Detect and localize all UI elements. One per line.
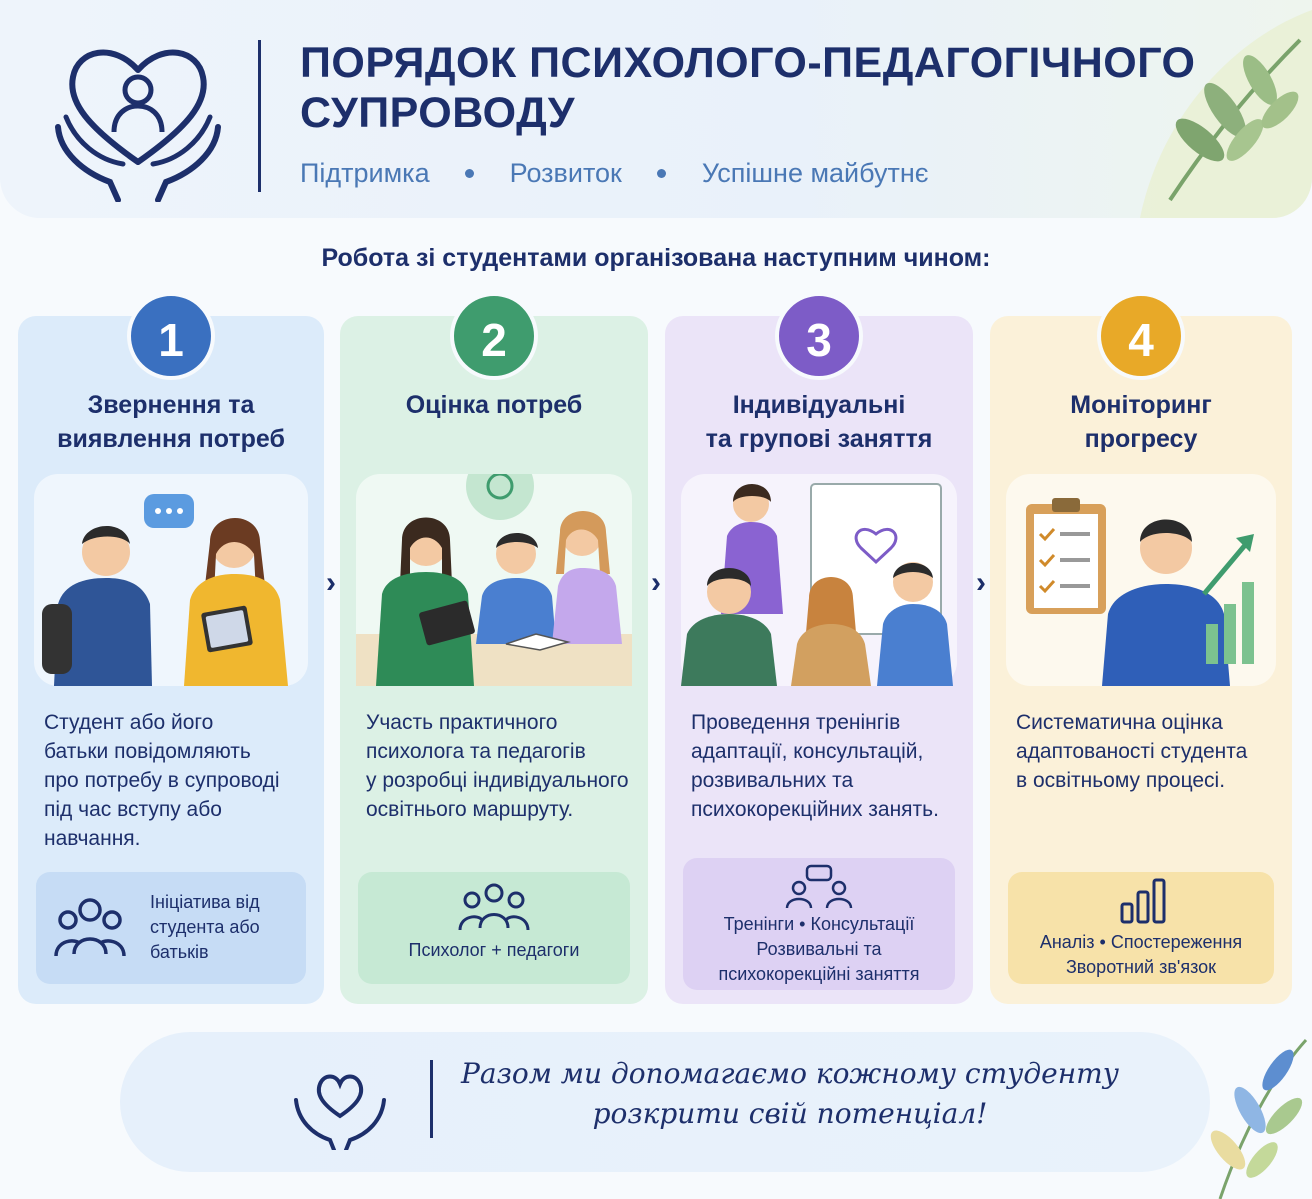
student-talking-illustration	[34, 474, 308, 686]
desc-line: розвивальних та	[691, 769, 854, 792]
bar-chart-icon	[1120, 878, 1166, 924]
step-description: Систематична оцінка адаптованості студен…	[1016, 708, 1276, 795]
desc-line: освітнього маршруту.	[366, 798, 574, 821]
step-card-2: 2 Оцінка потреб Участь практичного психо…	[340, 292, 648, 1004]
tagline-development: Розвиток	[509, 158, 622, 189]
leaf-branch-icon	[1140, 10, 1312, 218]
footer-line: Ініціатива від	[150, 892, 260, 912]
step-description: Студент або його батьки повідомляють про…	[44, 708, 308, 853]
step-footer-text: Тренінги • Консультації Розвивальні та п…	[683, 912, 955, 987]
slogan-text: Разом ми допомагаємо кожному студенту ро…	[440, 1054, 1140, 1134]
header-divider	[258, 40, 261, 192]
footer-line: Аналіз • Спостереження	[1039, 932, 1243, 952]
step-title-line: виявлення потреб	[57, 425, 285, 453]
step-footer-box: Ініціатива від студента або батьків	[36, 872, 306, 984]
step-footer-text: Ініціатива від студента або батьків	[150, 890, 260, 965]
step-footer-text: Аналіз • Спостереження Зворотний зв'язок	[1008, 930, 1274, 980]
desc-line: батьки повідомляють	[44, 740, 251, 763]
desc-line: психолога та педагогів	[366, 740, 586, 763]
footer-line: Тренінги • Консультації	[723, 914, 915, 934]
tagline: Підтримка Розвиток Успішне майбутнє	[300, 157, 929, 189]
desc-line: Участь практичного	[366, 711, 558, 734]
tagline-dot	[465, 169, 475, 179]
desc-line: Систематична оцінка	[1016, 711, 1223, 734]
desc-line: адаптованості студента	[1016, 740, 1248, 763]
desc-line: в освітньому процесі.	[1016, 769, 1226, 792]
footer-line: студента або	[150, 917, 260, 937]
slogan-banner	[120, 1032, 1210, 1172]
footer-line: психокорекційні заняття	[718, 964, 920, 984]
step-card-4: 4 Моніторинг прогресу Систематична оцінк…	[990, 292, 1292, 1004]
group-chat-icon	[785, 864, 853, 908]
step-title: Моніторинг прогресу	[1000, 388, 1282, 456]
step-number-badge: 4	[1097, 292, 1185, 380]
heart-hands-logo-icon	[55, 49, 221, 202]
chevron-right-icon: ›	[976, 566, 986, 599]
desc-line: психокорекційних занять.	[691, 798, 939, 821]
step-title: Індивідуальні та групові заняття	[675, 388, 963, 456]
tagline-dot	[657, 169, 667, 179]
people-group-icon	[54, 898, 126, 957]
chevron-right-icon: ›	[326, 566, 336, 599]
desc-line: навчання.	[44, 827, 141, 850]
footer-line: батьків	[150, 942, 209, 962]
team-icon	[458, 883, 530, 931]
step-footer-box: Аналіз • Спостереження Зворотний зв'язок	[1008, 872, 1274, 984]
step-title-line: та групові заняття	[705, 425, 933, 453]
progress-monitoring-illustration	[1006, 474, 1276, 686]
desc-line: адаптації, консультацій,	[691, 740, 924, 763]
leaf-branch-icon	[1210, 1038, 1308, 1199]
section-subtitle: Робота зі студентами організована наступ…	[321, 244, 991, 272]
desc-line: Проведення тренінгів	[691, 711, 901, 734]
step-title-line: Звернення та	[87, 391, 255, 419]
step-title-line: Індивідуальні	[732, 391, 906, 419]
header-banner: ПОРЯДОК ПСИХОЛОГО-ПЕДАГОГІЧНОГО СУПРОВОД…	[0, 0, 1312, 218]
title-line-1: ПОРЯДОК ПСИХОЛОГО-ПЕДАГОГІЧНОГО	[300, 39, 1196, 87]
tagline-future: Успішне майбутнє	[701, 158, 929, 189]
step-footer-box: Психолог + педагоги	[358, 872, 630, 984]
footer-line: Зворотний зв'язок	[1065, 957, 1217, 977]
title-line-2: СУПРОВОДУ	[300, 89, 575, 137]
step-number-badge: 3	[775, 292, 863, 380]
heart-hands-icon	[294, 1074, 386, 1150]
page-title: ПОРЯДОК ПСИХОЛОГО-ПЕДАГОГІЧНОГО СУПРОВОД…	[300, 38, 1200, 138]
desc-line: у розробці індивідуального	[366, 769, 629, 792]
footer-line: Розвивальні та	[756, 939, 882, 959]
step-title: Оцінка потреб	[350, 388, 638, 422]
step-card-1: 1 Звернення та виявлення потреб Студент …	[18, 292, 324, 1004]
chevron-right-icon: ›	[651, 566, 661, 599]
group-session-illustration	[681, 474, 957, 686]
step-description: Проведення тренінгів адаптації, консульт…	[691, 708, 957, 824]
desc-line: про потребу в супроводі	[44, 769, 280, 792]
banner-divider	[430, 1060, 433, 1138]
step-title-line: прогресу	[1084, 425, 1198, 453]
desc-line: Студент або його	[44, 711, 214, 734]
tagline-support: Підтримка	[300, 158, 430, 189]
step-card-3: 3 Індивідуальні та групові заняття Прове…	[665, 292, 973, 1004]
step-number-badge: 1	[127, 292, 215, 380]
step-footer-box: Тренінги • Консультації Розвивальні та п…	[683, 858, 955, 990]
slogan-line-1: Разом ми допомагаємо кожному студенту	[461, 1057, 1119, 1090]
step-footer-text: Психолог + педагоги	[408, 940, 580, 960]
desc-line: під час вступу або	[44, 798, 222, 821]
step-title-line: Моніторинг	[1070, 391, 1212, 419]
step-number-badge: 2	[450, 292, 538, 380]
slogan-line-2: розкрити свій потенціал!	[592, 1097, 988, 1130]
step-title: Звернення та виявлення потреб	[28, 388, 314, 456]
assessment-meeting-illustration	[356, 452, 632, 686]
step-title-line: Оцінка потреб	[405, 391, 583, 419]
step-description: Участь практичного психолога та педагогі…	[366, 708, 632, 824]
